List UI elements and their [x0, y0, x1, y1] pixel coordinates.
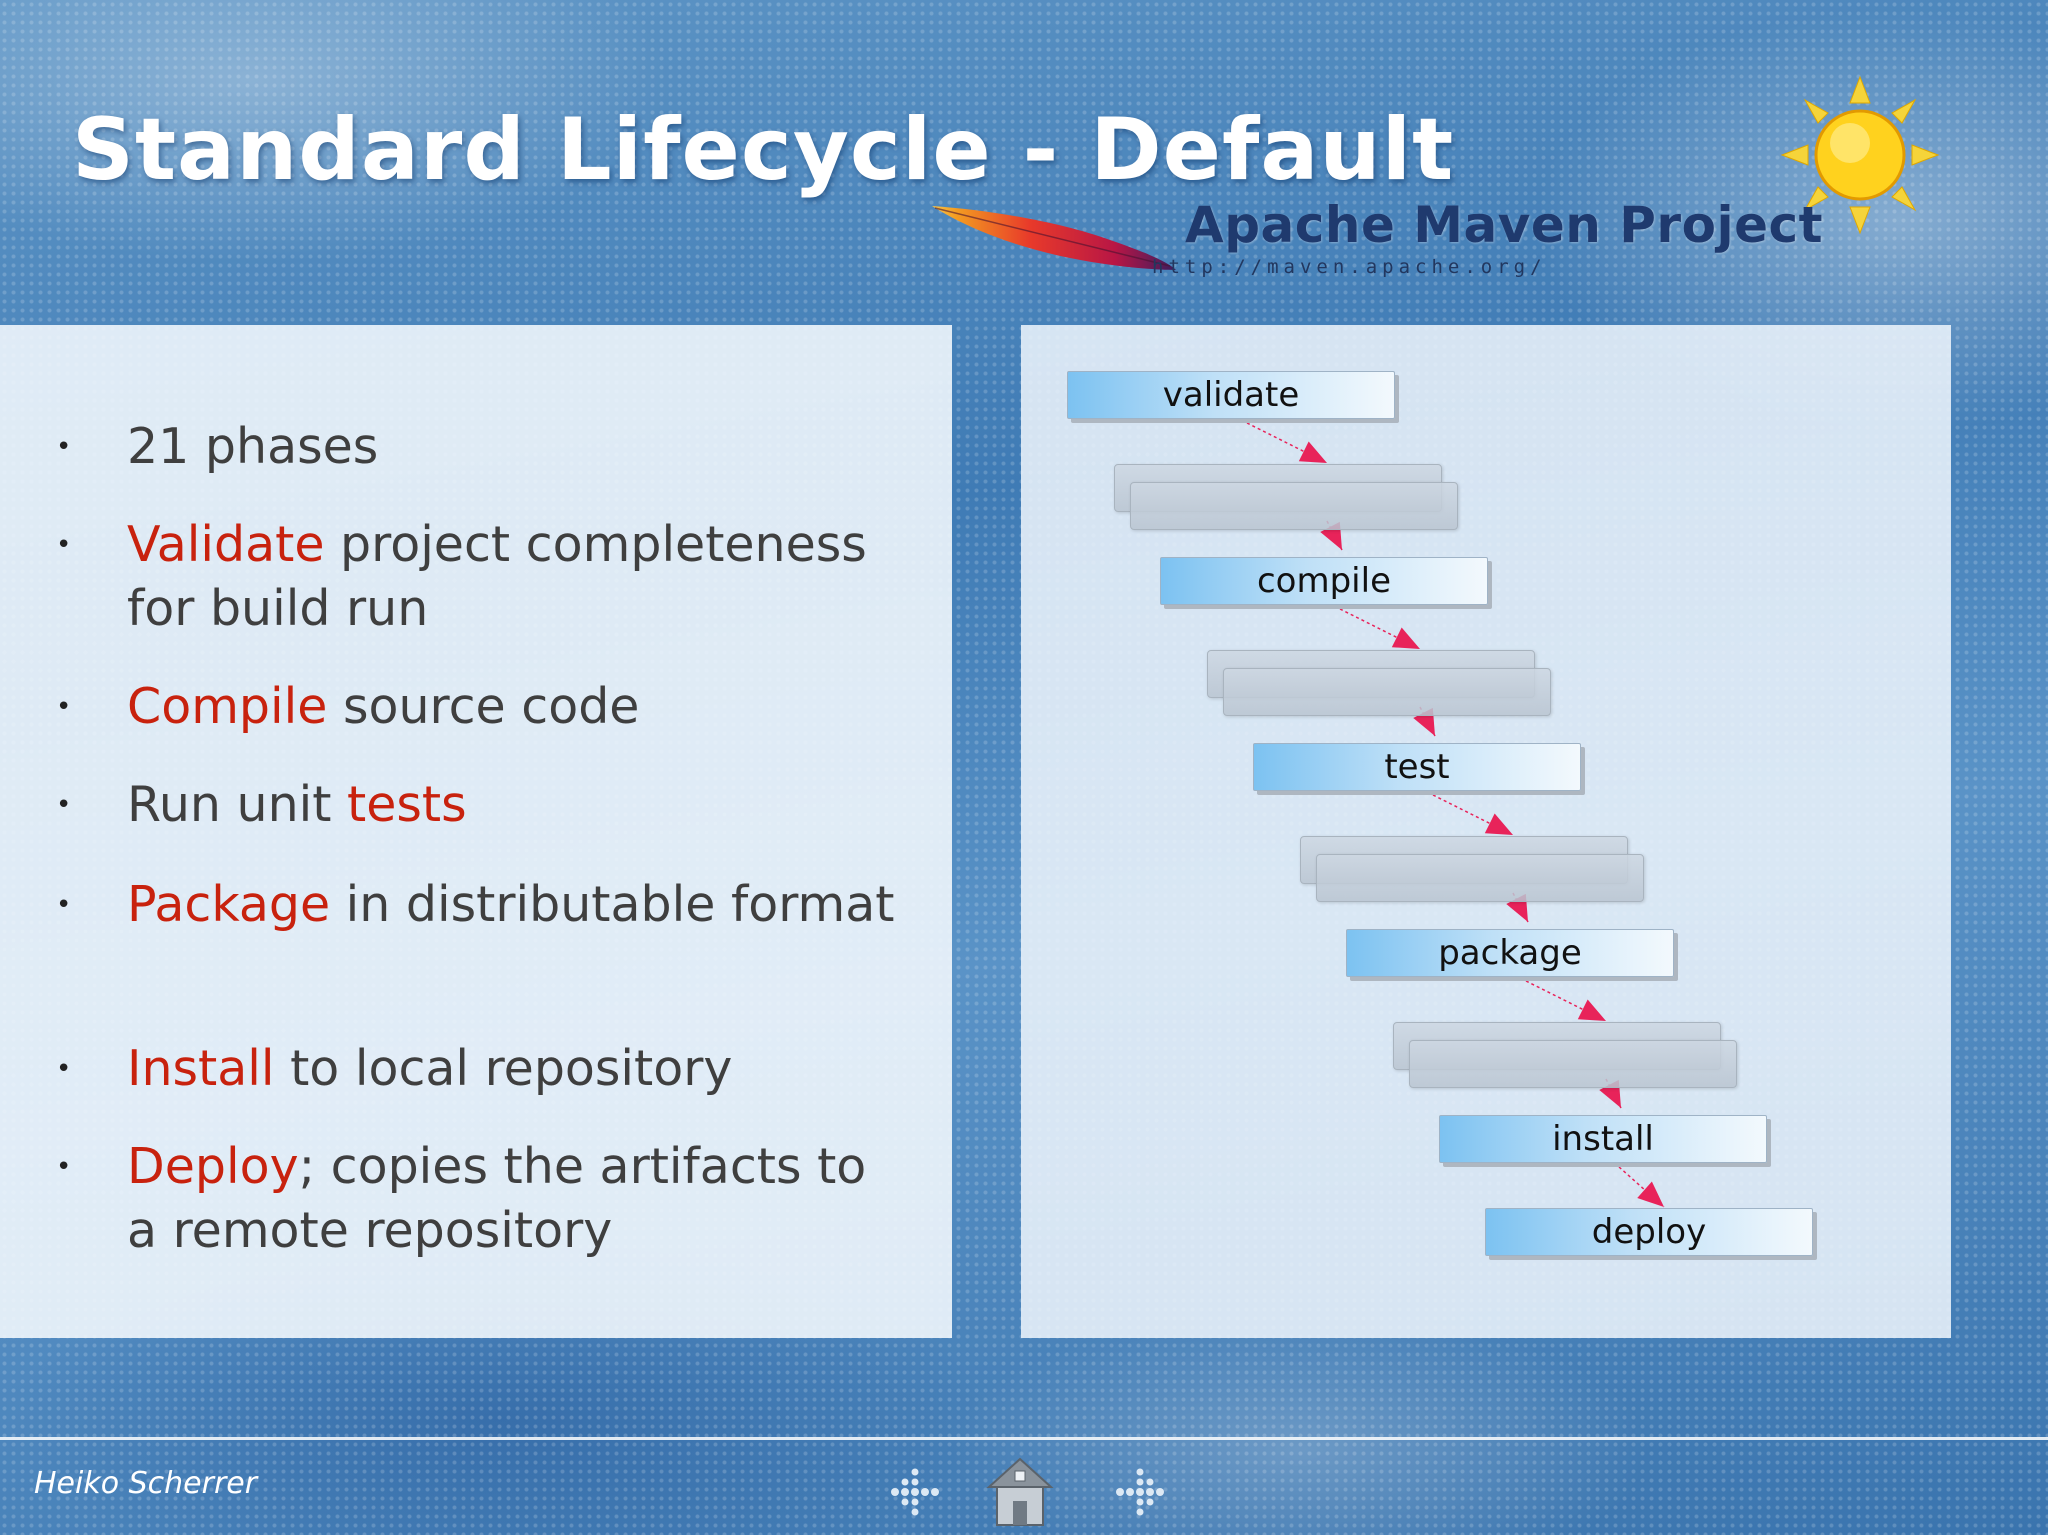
bullet-glyph: • — [56, 1054, 72, 1084]
bullet-text-part: to local repository — [274, 1040, 733, 1097]
phase-install: install — [1439, 1115, 1767, 1163]
bullet-text: Run unit tests — [127, 773, 907, 837]
bullet-text: Package in distributable format — [127, 873, 907, 937]
home-icon[interactable] — [985, 1455, 1055, 1530]
intermediate-phase — [1316, 854, 1644, 902]
bullet-text: Compile source code — [127, 675, 907, 739]
bullet-keyword: Deploy — [127, 1138, 299, 1195]
bullet-glyph: • — [56, 790, 72, 820]
apache-feather-icon — [932, 206, 1176, 270]
intermediate-phase — [1409, 1040, 1737, 1088]
bullet-keyword: Validate — [127, 516, 325, 573]
intermediate-phase — [1223, 668, 1551, 716]
phase-arrow-head — [1298, 441, 1327, 463]
phase-test: test — [1253, 743, 1581, 791]
bullet-panel: • 21 phases • Validate project completeness… — [0, 325, 952, 1338]
phase-arrow-head — [1391, 627, 1420, 649]
bullet-glyph: • — [56, 432, 72, 462]
next-arrow-icon[interactable] — [1090, 1455, 1170, 1530]
bullet-keyword: Package — [127, 876, 331, 933]
bullet-keyword: Install — [127, 1040, 275, 1097]
bullet-text: Install to local repository — [127, 1037, 907, 1101]
bullet-glyph: • — [56, 890, 72, 920]
phase-compile: compile — [1160, 557, 1488, 605]
bullet-text-part: 21 phases — [127, 418, 379, 475]
bullet-keyword: tests — [347, 776, 467, 833]
sun-icon — [1780, 75, 1940, 235]
phase-arrow-head — [1577, 999, 1606, 1021]
bullet-text: Deploy; copies the artifacts to a remote… — [127, 1135, 907, 1263]
slide-title: Standard Lifecycle - Default — [72, 100, 1455, 200]
bullet-glyph: • — [56, 1152, 72, 1182]
phase-package: package — [1346, 929, 1674, 977]
author-name: Heiko Scherrer — [34, 1466, 258, 1501]
phase-validate: validate — [1067, 371, 1395, 419]
bullet-text-part: project completeness for build run — [127, 516, 867, 637]
phase-arrow-head — [1637, 1181, 1664, 1207]
phase-deploy: deploy — [1485, 1208, 1813, 1256]
bullet-text-part: source code — [327, 678, 640, 735]
bullet-text-part: Run unit — [127, 776, 348, 833]
maven-logo-url: http://maven.apache.org/ — [1152, 256, 1547, 278]
bullet-text: 21 phases — [127, 415, 907, 479]
prev-arrow-icon[interactable] — [885, 1455, 965, 1530]
bullet-keyword: Compile — [127, 678, 328, 735]
bullet-glyph: • — [56, 530, 72, 560]
lifecycle-diagram: validate compile test package install deploy — [1021, 325, 1951, 1338]
phase-arrow-head — [1484, 813, 1513, 835]
footer-divider — [0, 1437, 2048, 1440]
bullet-text: Validate project completeness for build … — [127, 513, 907, 641]
bullet-text-part: ; copies the artifacts to a remote repos… — [127, 1138, 867, 1259]
maven-logo-text: Apache Maven Project — [1185, 196, 1824, 254]
bullet-text-part: in distributable format — [330, 876, 895, 933]
intermediate-phase — [1130, 482, 1458, 530]
bullet-glyph: • — [56, 692, 72, 722]
